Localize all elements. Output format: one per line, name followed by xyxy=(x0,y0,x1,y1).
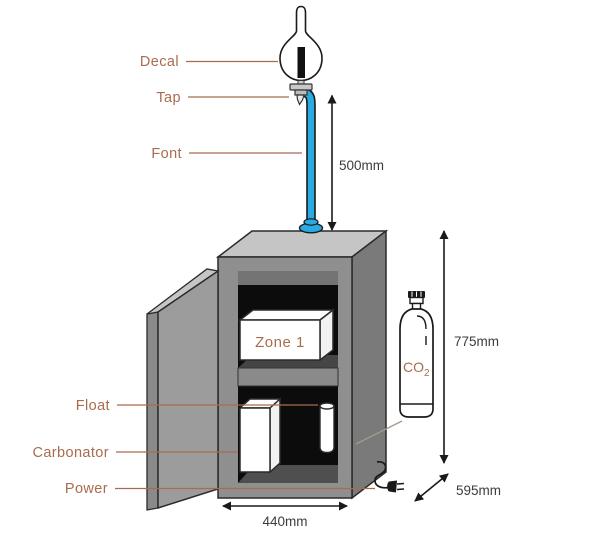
cabinet-right-face xyxy=(351,229,387,500)
tap-label: Tap xyxy=(156,90,181,106)
cord-wire xyxy=(374,461,389,489)
plug-prong-bottom xyxy=(396,488,405,491)
dim-arrow-595 xyxy=(414,473,449,502)
font-label: Font xyxy=(151,146,182,162)
callout-carbonator: Carbonator xyxy=(32,445,238,461)
co2-cylinder: CO2 xyxy=(399,291,434,418)
zone1-box: Zone 1 xyxy=(237,308,336,362)
carbonator-front xyxy=(239,407,271,473)
decal-label: Decal xyxy=(140,54,179,70)
float-top xyxy=(319,402,335,410)
callout-font: Font xyxy=(151,146,302,162)
callout-power: Power xyxy=(65,481,375,497)
shelf-front-band xyxy=(237,367,339,387)
dimension-depth: 595mm xyxy=(414,473,501,502)
decal-panel xyxy=(297,47,305,78)
callout-decal: Decal xyxy=(140,54,278,70)
zone1-label: Zone 1 xyxy=(255,334,305,351)
font-flange-collar xyxy=(303,218,319,226)
co2-body xyxy=(399,308,434,418)
co2-highlight xyxy=(416,315,427,330)
dim-text-440: 440mm xyxy=(262,514,307,529)
tap-nut xyxy=(289,83,313,91)
float-label: Float xyxy=(76,398,110,414)
dim-text-500: 500mm xyxy=(339,158,384,173)
plug-prong-top xyxy=(396,482,405,485)
dim-text-595: 595mm xyxy=(456,483,501,498)
dimension-font-height: 500mm xyxy=(327,94,384,231)
dimension-width: 440mm xyxy=(222,501,348,529)
co2-valve-mid xyxy=(409,296,424,305)
door-left-edge xyxy=(146,311,159,511)
callout-tap: Tap xyxy=(156,90,289,106)
cabinet-door xyxy=(146,268,220,511)
plug-icon xyxy=(387,480,397,493)
door-face xyxy=(157,269,219,510)
decal-bulb xyxy=(279,5,323,82)
gas-line xyxy=(355,420,403,445)
co2-label: CO2 xyxy=(403,359,430,379)
zone1-box-front xyxy=(239,319,321,361)
callout-float: Float xyxy=(76,398,318,414)
carbonator-side xyxy=(269,397,281,474)
tap-body xyxy=(294,89,308,96)
dim-text-775: 775mm xyxy=(454,334,499,349)
cabinet-inner-shadow xyxy=(238,271,338,286)
dimension-cylinder-height: 775mm xyxy=(439,230,499,464)
font-assembly xyxy=(279,5,324,234)
carbonator-box xyxy=(238,397,282,474)
float-body xyxy=(319,405,335,454)
float-cylinder xyxy=(319,402,335,454)
power-label: Power xyxy=(65,481,108,497)
tap-spout xyxy=(296,94,305,106)
power-cord xyxy=(374,461,405,493)
carbonator-label: Carbonator xyxy=(32,445,109,461)
zone1-box-top xyxy=(237,309,336,321)
